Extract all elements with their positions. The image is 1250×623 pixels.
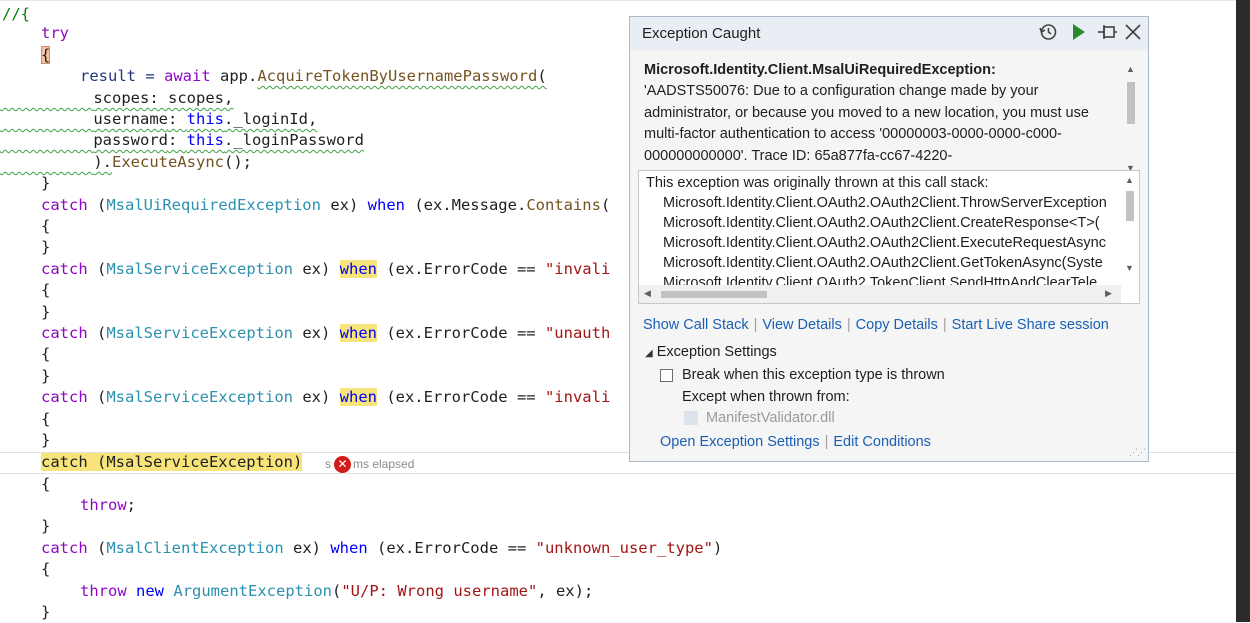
code-line-execute: ).ExecuteAsync(); <box>0 152 252 173</box>
action-links: Show Call Stack|View Details|Copy Detail… <box>643 317 1109 333</box>
code-line-scopes: scopes: scopes, <box>0 88 234 109</box>
code-line-password: password: this._loginPassword <box>0 130 364 151</box>
message-scrollbar[interactable]: ▲ ▼ <box>1126 64 1135 173</box>
call-stack-header: This exception was originally thrown at … <box>646 175 989 191</box>
code-line-brace: { <box>41 217 51 235</box>
call-stack-box[interactable]: This exception was originally thrown at … <box>638 170 1140 304</box>
view-details-link[interactable]: View Details <box>762 317 842 333</box>
exception-message: 'AADSTS50076: Due to a configuration cha… <box>644 83 1089 164</box>
show-call-stack-link[interactable]: Show Call Stack <box>643 317 749 333</box>
edit-conditions-link[interactable]: Edit Conditions <box>833 434 931 450</box>
code-line-open-brace: { <box>41 46 51 64</box>
code-line-comment: //{ <box>2 5 30 23</box>
module-name: ManifestValidator.dll <box>706 410 835 426</box>
except-when-label: Except when thrown from: <box>682 389 850 405</box>
code-line-brace: } <box>41 431 51 449</box>
code-line-current-catch: catch (MsalServiceException) <box>41 453 303 471</box>
module-row: ManifestValidator.dll <box>684 410 835 426</box>
resize-grip[interactable]: ⋰⋰ <box>1129 447 1146 457</box>
continue-play-icon[interactable] <box>1071 23 1087 46</box>
code-line-username: username: this._loginId, <box>0 109 318 130</box>
code-line-catch-service-1: catch (MsalServiceException ex) when (ex… <box>41 260 611 278</box>
popup-header: Exception Caught <box>630 17 1148 50</box>
triangle-down-icon: ◢ <box>645 348 653 359</box>
code-line-brace: } <box>41 303 51 321</box>
code-line-brace: } <box>41 517 51 535</box>
code-line-try: try <box>41 24 69 42</box>
stack-frame: Microsoft.Identity.Client.OAuth2.OAuth2C… <box>663 235 1107 251</box>
close-icon[interactable] <box>1124 23 1142 46</box>
code-line-brace: } <box>41 367 51 385</box>
code-line-brace: } <box>41 603 51 621</box>
break-when-thrown-checkbox[interactable] <box>660 368 673 382</box>
code-line-brace: { <box>41 410 51 428</box>
code-line-throw: throw; <box>80 496 137 514</box>
exception-message-box[interactable]: Microsoft.Identity.Client.MsalUiRequired… <box>638 60 1140 175</box>
module-checkbox <box>684 411 698 425</box>
stack-frame: Microsoft.Identity.Client.OAuth2.OAuth2C… <box>663 255 1103 271</box>
code-line-close-brace: } <box>41 174 51 192</box>
open-exception-settings-link[interactable]: Open Exception Settings <box>660 434 820 450</box>
code-line-catch-service-3: catch (MsalServiceException ex) when (ex… <box>41 388 611 406</box>
copy-details-link[interactable]: Copy Details <box>855 317 938 333</box>
code-line-brace: { <box>41 345 51 363</box>
stack-hscrollbar[interactable]: ◀ ▶ <box>639 285 1121 303</box>
code-line-throw-new: throw new ArgumentException("U/P: Wrong … <box>80 582 594 600</box>
code-line-brace: { <box>41 281 51 299</box>
code-line-catch-ui-required: catch (MsalUiRequiredException ex) when … <box>41 196 611 214</box>
bottom-links: Open Exception Settings|Edit Conditions <box>660 434 931 450</box>
code-line-catch-service-2: catch (MsalServiceException ex) when (ex… <box>41 324 611 342</box>
history-icon[interactable] <box>1038 22 1058 47</box>
exception-settings-toggle[interactable]: ◢Exception Settings <box>645 344 777 360</box>
stack-vscrollbar[interactable]: ▲ ▼ <box>1125 175 1134 273</box>
code-line-brace: { <box>41 475 51 493</box>
exception-caught-popup[interactable]: Exception Caught Microsoft.Identity.Clie… <box>629 16 1149 462</box>
code-line-brace: { <box>41 560 51 578</box>
stack-frame: Microsoft.Identity.Client.OAuth2.OAuth2C… <box>663 195 1107 211</box>
code-line-acquire-token: result = await app.AcquireTokenByUsernam… <box>80 67 547 85</box>
current-line-highlight <box>0 452 1236 474</box>
popup-title: Exception Caught <box>642 25 761 42</box>
live-share-link[interactable]: Start Live Share session <box>951 317 1109 333</box>
pin-icon[interactable] <box>1097 24 1119 45</box>
right-border <box>1236 0 1250 622</box>
code-line-catch-client: catch (MsalClientException ex) when (ex.… <box>41 539 723 557</box>
code-line-brace: } <box>41 238 51 256</box>
break-when-thrown-row[interactable]: Break when this exception type is thrown <box>660 367 945 383</box>
error-icon: ✕ <box>334 455 351 473</box>
stack-frame: Microsoft.Identity.Client.OAuth2.OAuth2C… <box>663 215 1100 231</box>
exception-type: Microsoft.Identity.Client.MsalUiRequired… <box>644 62 996 78</box>
perf-tip[interactable]: s✕ms elapsed <box>325 455 415 473</box>
break-when-thrown-label: Break when this exception type is thrown <box>682 367 945 383</box>
